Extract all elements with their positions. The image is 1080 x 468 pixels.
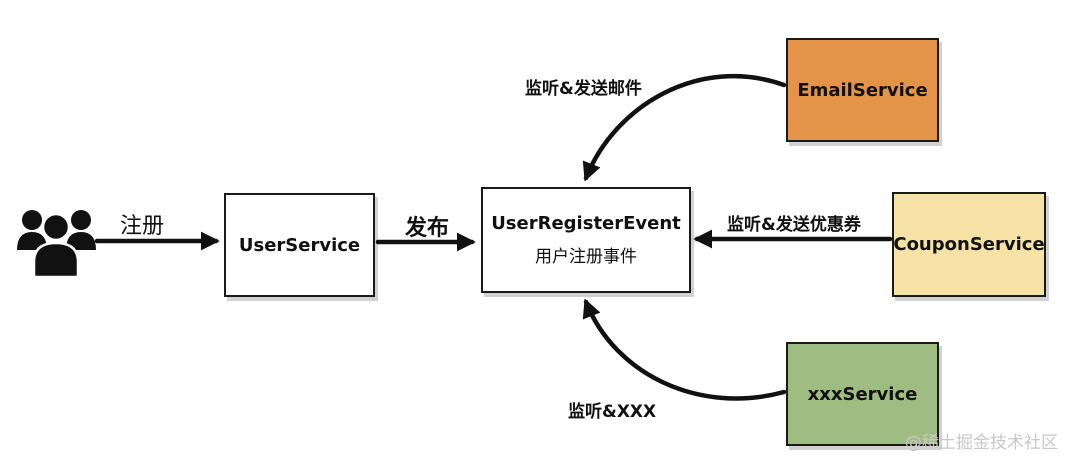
event-subtitle: 用户注册事件 xyxy=(535,247,637,267)
event-title: UserRegisterEvent xyxy=(491,213,681,234)
xxx-service-box: xxxService xyxy=(786,342,939,446)
publish-label: 发布 xyxy=(405,216,450,241)
listen-send-email-label: 监听&发送邮件 xyxy=(525,79,642,99)
arrow-email xyxy=(582,74,787,182)
coupon-service-label: CouponService xyxy=(893,234,1045,255)
user-service-box: UserService xyxy=(224,193,375,297)
users-group-icon xyxy=(17,210,96,279)
email-service-label: EmailService xyxy=(797,79,928,101)
watermark: @稀土掘金技术社区 xyxy=(905,433,1058,453)
register-label: 注册 xyxy=(120,214,165,239)
arrow-xxx xyxy=(582,298,787,401)
xxx-service-label: xxxService xyxy=(807,383,918,405)
user-service-label: UserService xyxy=(238,234,361,256)
listen-send-coupon-label: 监听&发送优惠券 xyxy=(727,215,861,235)
coupon-service-box: CouponService xyxy=(892,192,1046,297)
email-service-box: EmailService xyxy=(786,38,939,142)
listen-xxx-label: 监听&XXX xyxy=(568,402,657,422)
user-register-event-box: UserRegisterEvent 用户注册事件 xyxy=(481,187,691,293)
